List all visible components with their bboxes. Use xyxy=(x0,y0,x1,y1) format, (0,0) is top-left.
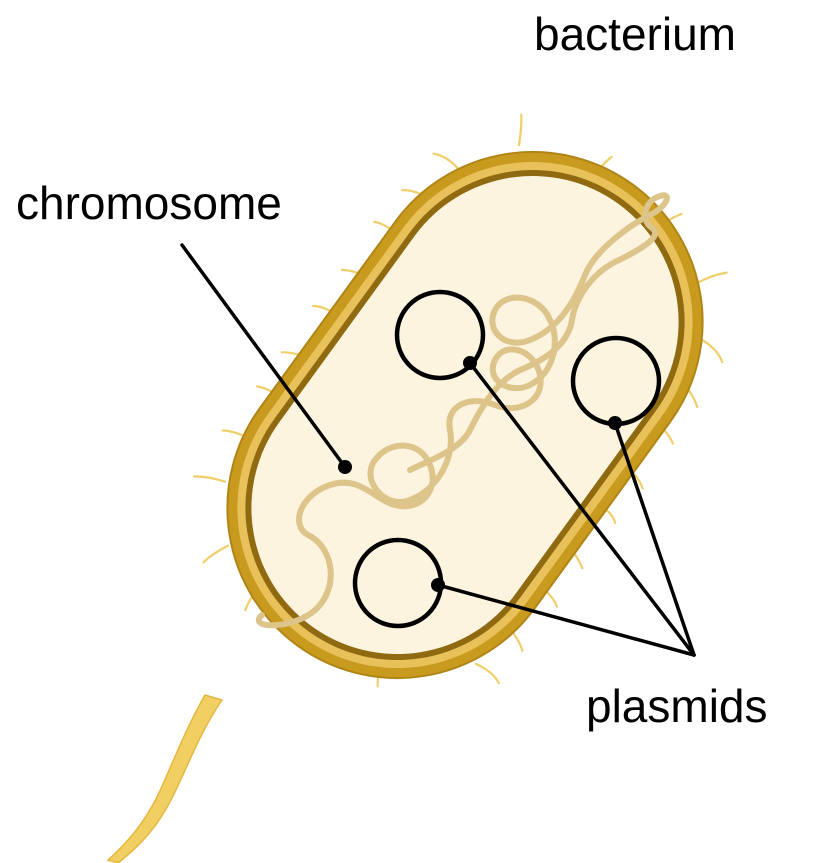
flagellum xyxy=(108,695,222,863)
chromosome-label: chromosome xyxy=(16,177,282,229)
bacterium-label: bacterium xyxy=(534,8,736,60)
plasmids-label: plasmids xyxy=(586,680,768,732)
chromosome-dot xyxy=(338,460,352,474)
plasmid-1-dot xyxy=(463,356,477,370)
plasmid-3-dot xyxy=(431,578,445,592)
plasmid-2-dot xyxy=(608,416,622,430)
plasmid-2-pointer xyxy=(615,423,694,655)
